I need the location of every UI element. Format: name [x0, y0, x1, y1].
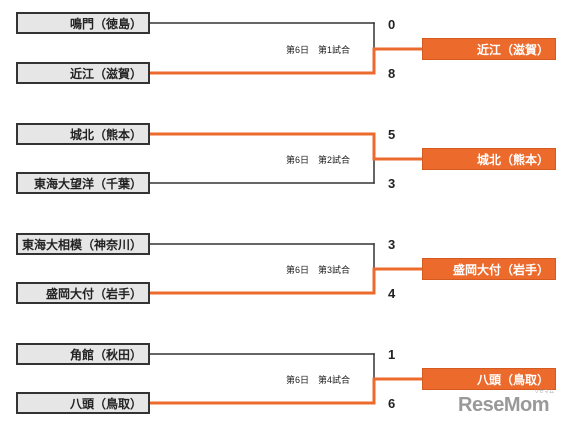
winner-box: 近江（滋賀）	[422, 38, 556, 60]
match-label: 第6日 第1試合	[286, 45, 351, 55]
match-label: 第6日 第3試合	[286, 265, 351, 275]
score: 5	[388, 127, 396, 142]
score: 4	[388, 286, 396, 301]
team-box: 鳴門（徳島）	[16, 12, 150, 34]
team-box: 盛岡大付（岩手）	[16, 282, 150, 304]
score: 8	[388, 66, 396, 81]
match-label: 第6日 第4試合	[286, 375, 351, 385]
winner-box: 盛岡大付（岩手）	[422, 258, 556, 280]
score: 6	[388, 396, 396, 411]
resemom-logo-subtext: リセマム	[534, 389, 555, 395]
team-box: 近江（滋賀）	[16, 62, 150, 84]
score: 0	[388, 17, 396, 32]
team-box: 角館（秋田）	[16, 343, 150, 365]
team-box: 東海大相模（神奈川）	[16, 233, 150, 255]
winner-box: 八頭（鳥取）	[422, 368, 556, 390]
score: 1	[388, 347, 396, 362]
team-box: 八頭（鳥取）	[16, 392, 150, 414]
score: 3	[388, 237, 396, 252]
match-label: 第6日 第2試合	[286, 155, 351, 165]
team-box: 城北（熊本）	[16, 123, 150, 145]
resemom-logo: ReseMom	[458, 394, 549, 416]
score: 3	[388, 176, 396, 191]
winner-box: 城北（熊本）	[422, 148, 556, 170]
team-box: 東海大望洋（千葉）	[16, 172, 150, 194]
